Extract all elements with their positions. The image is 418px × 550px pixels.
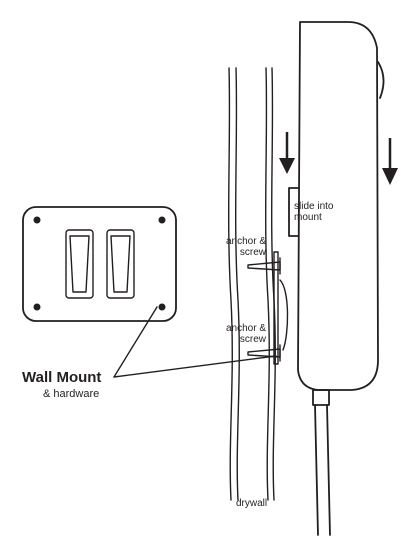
drywall-label: drywall xyxy=(236,498,268,509)
mount-screw-icons xyxy=(33,216,166,311)
anchor-bottom-line-1: anchor & xyxy=(225,323,266,334)
down-arrow-left-icon xyxy=(279,132,295,174)
anchor-top-line-1: anchor & xyxy=(225,236,266,247)
down-arrow-right-icon xyxy=(382,138,398,185)
wall-mount-subtitle: & hardware xyxy=(43,388,100,400)
anchor-screw-bottom-label: anchor & screw xyxy=(218,323,266,345)
wall-mount-front-view xyxy=(22,206,177,322)
wall-mount-title: Wall Mount xyxy=(22,369,102,386)
leader-lines xyxy=(113,306,277,378)
anchor-top-line-2: screw xyxy=(239,247,266,258)
slide-into-line-1: slide into xyxy=(294,201,334,212)
anchor-screw-top xyxy=(247,257,281,275)
anchor-screw-top-label: anchor & screw xyxy=(218,236,266,258)
anchor-screw-bottom xyxy=(247,344,281,362)
mount-plate-side xyxy=(273,251,289,365)
drywall-section xyxy=(227,67,276,501)
slide-into-mount-label: slide into mount xyxy=(294,201,333,223)
slide-into-line-2: mount xyxy=(294,212,322,223)
anchor-bottom-line-2: screw xyxy=(239,334,266,345)
device-side-view xyxy=(288,21,385,536)
